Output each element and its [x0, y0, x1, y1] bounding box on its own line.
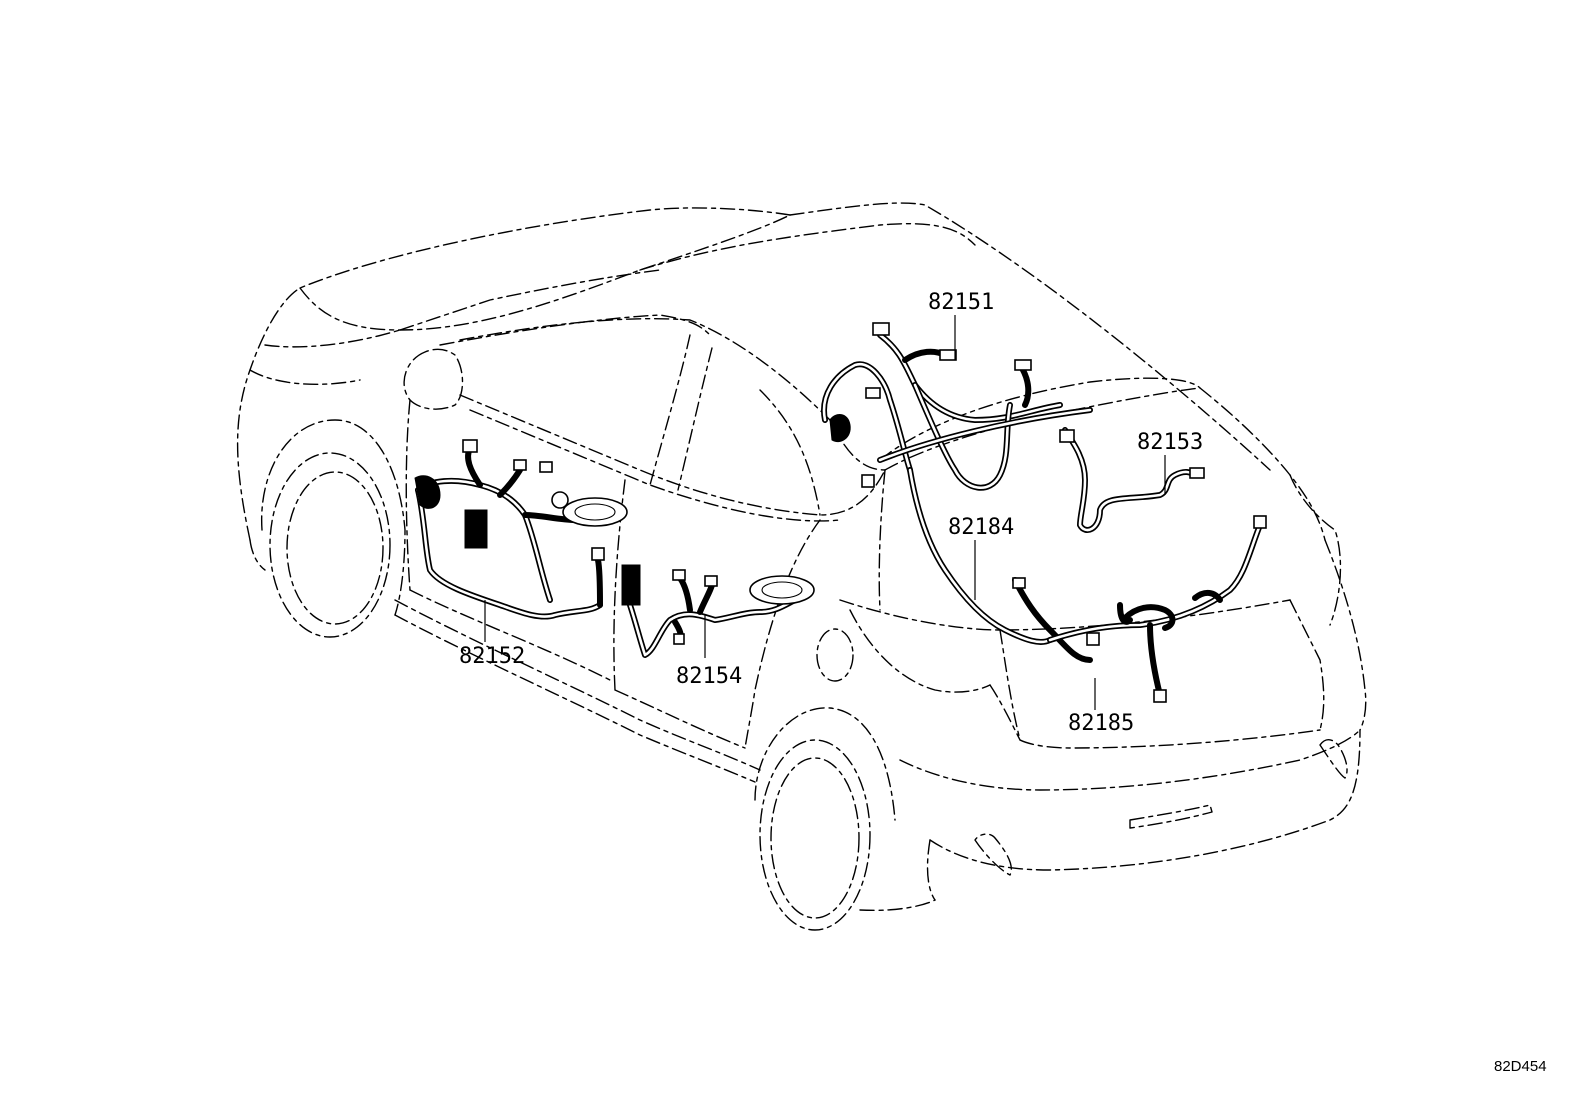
connector-82151-d [865, 387, 881, 399]
connector-82151-e [861, 474, 875, 488]
connector-82153-b [1189, 467, 1205, 479]
connector-82185-c [1153, 689, 1167, 703]
connector-82151-a [872, 322, 890, 336]
connector-82154-c [704, 575, 718, 587]
connector-82153-a [1059, 429, 1075, 443]
part-label-82184: 82184 [948, 515, 1014, 540]
connector-82151-b [939, 349, 957, 361]
part-label-82151: 82151 [928, 290, 994, 315]
harness-82154[interactable] [621, 564, 815, 658]
connector-82152-c [539, 461, 553, 473]
speaker-clip-82154 [749, 575, 815, 605]
part-labels: 82151 82153 82184 82185 82152 82154 82D4… [459, 290, 1547, 1075]
connector-82185-a [1012, 577, 1026, 589]
connector-82154-b [672, 569, 686, 581]
harness-82153[interactable] [1059, 427, 1205, 533]
connector-82154-d [673, 633, 685, 645]
connector-82152-b [513, 459, 527, 471]
part-label-82185: 82185 [1068, 711, 1134, 736]
connector-82152-a [462, 439, 478, 453]
harness-82184[interactable] [907, 467, 1053, 645]
harness-82152[interactable] [414, 439, 628, 620]
car-body-outline [236, 202, 1367, 931]
connector-82154-a [621, 564, 641, 606]
connector-82185-d [1086, 632, 1100, 646]
speaker-clip-82152 [562, 497, 628, 527]
harness-82151[interactable] [821, 322, 1093, 491]
leader-lines [484, 315, 1166, 710]
part-label-82154: 82154 [676, 664, 742, 689]
harness-82185[interactable] [1012, 515, 1267, 703]
diagram-code: 82D454 [1494, 1058, 1547, 1075]
switch-block-82152 [464, 509, 488, 549]
part-label-82152: 82152 [459, 644, 525, 669]
connector-82185-b [1253, 515, 1267, 529]
connector-82151-c [1014, 359, 1032, 371]
connector-82152-d [591, 547, 605, 561]
part-label-82153: 82153 [1137, 430, 1203, 455]
